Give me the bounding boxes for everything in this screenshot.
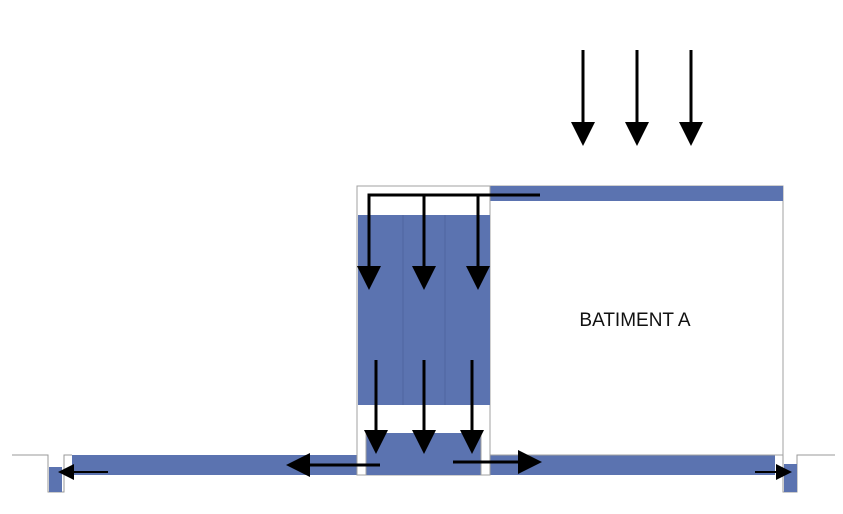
right-ground-slab: [490, 455, 775, 475]
building-label: BATIMENT A: [579, 310, 691, 331]
left-ground-slab: [72, 455, 357, 475]
left-drain-block: [49, 467, 62, 492]
right-drain-block: [784, 464, 797, 492]
building-a-roof: [490, 186, 783, 201]
roof-collector-line: [357, 193, 540, 290]
flow-arrows: [58, 50, 792, 480]
